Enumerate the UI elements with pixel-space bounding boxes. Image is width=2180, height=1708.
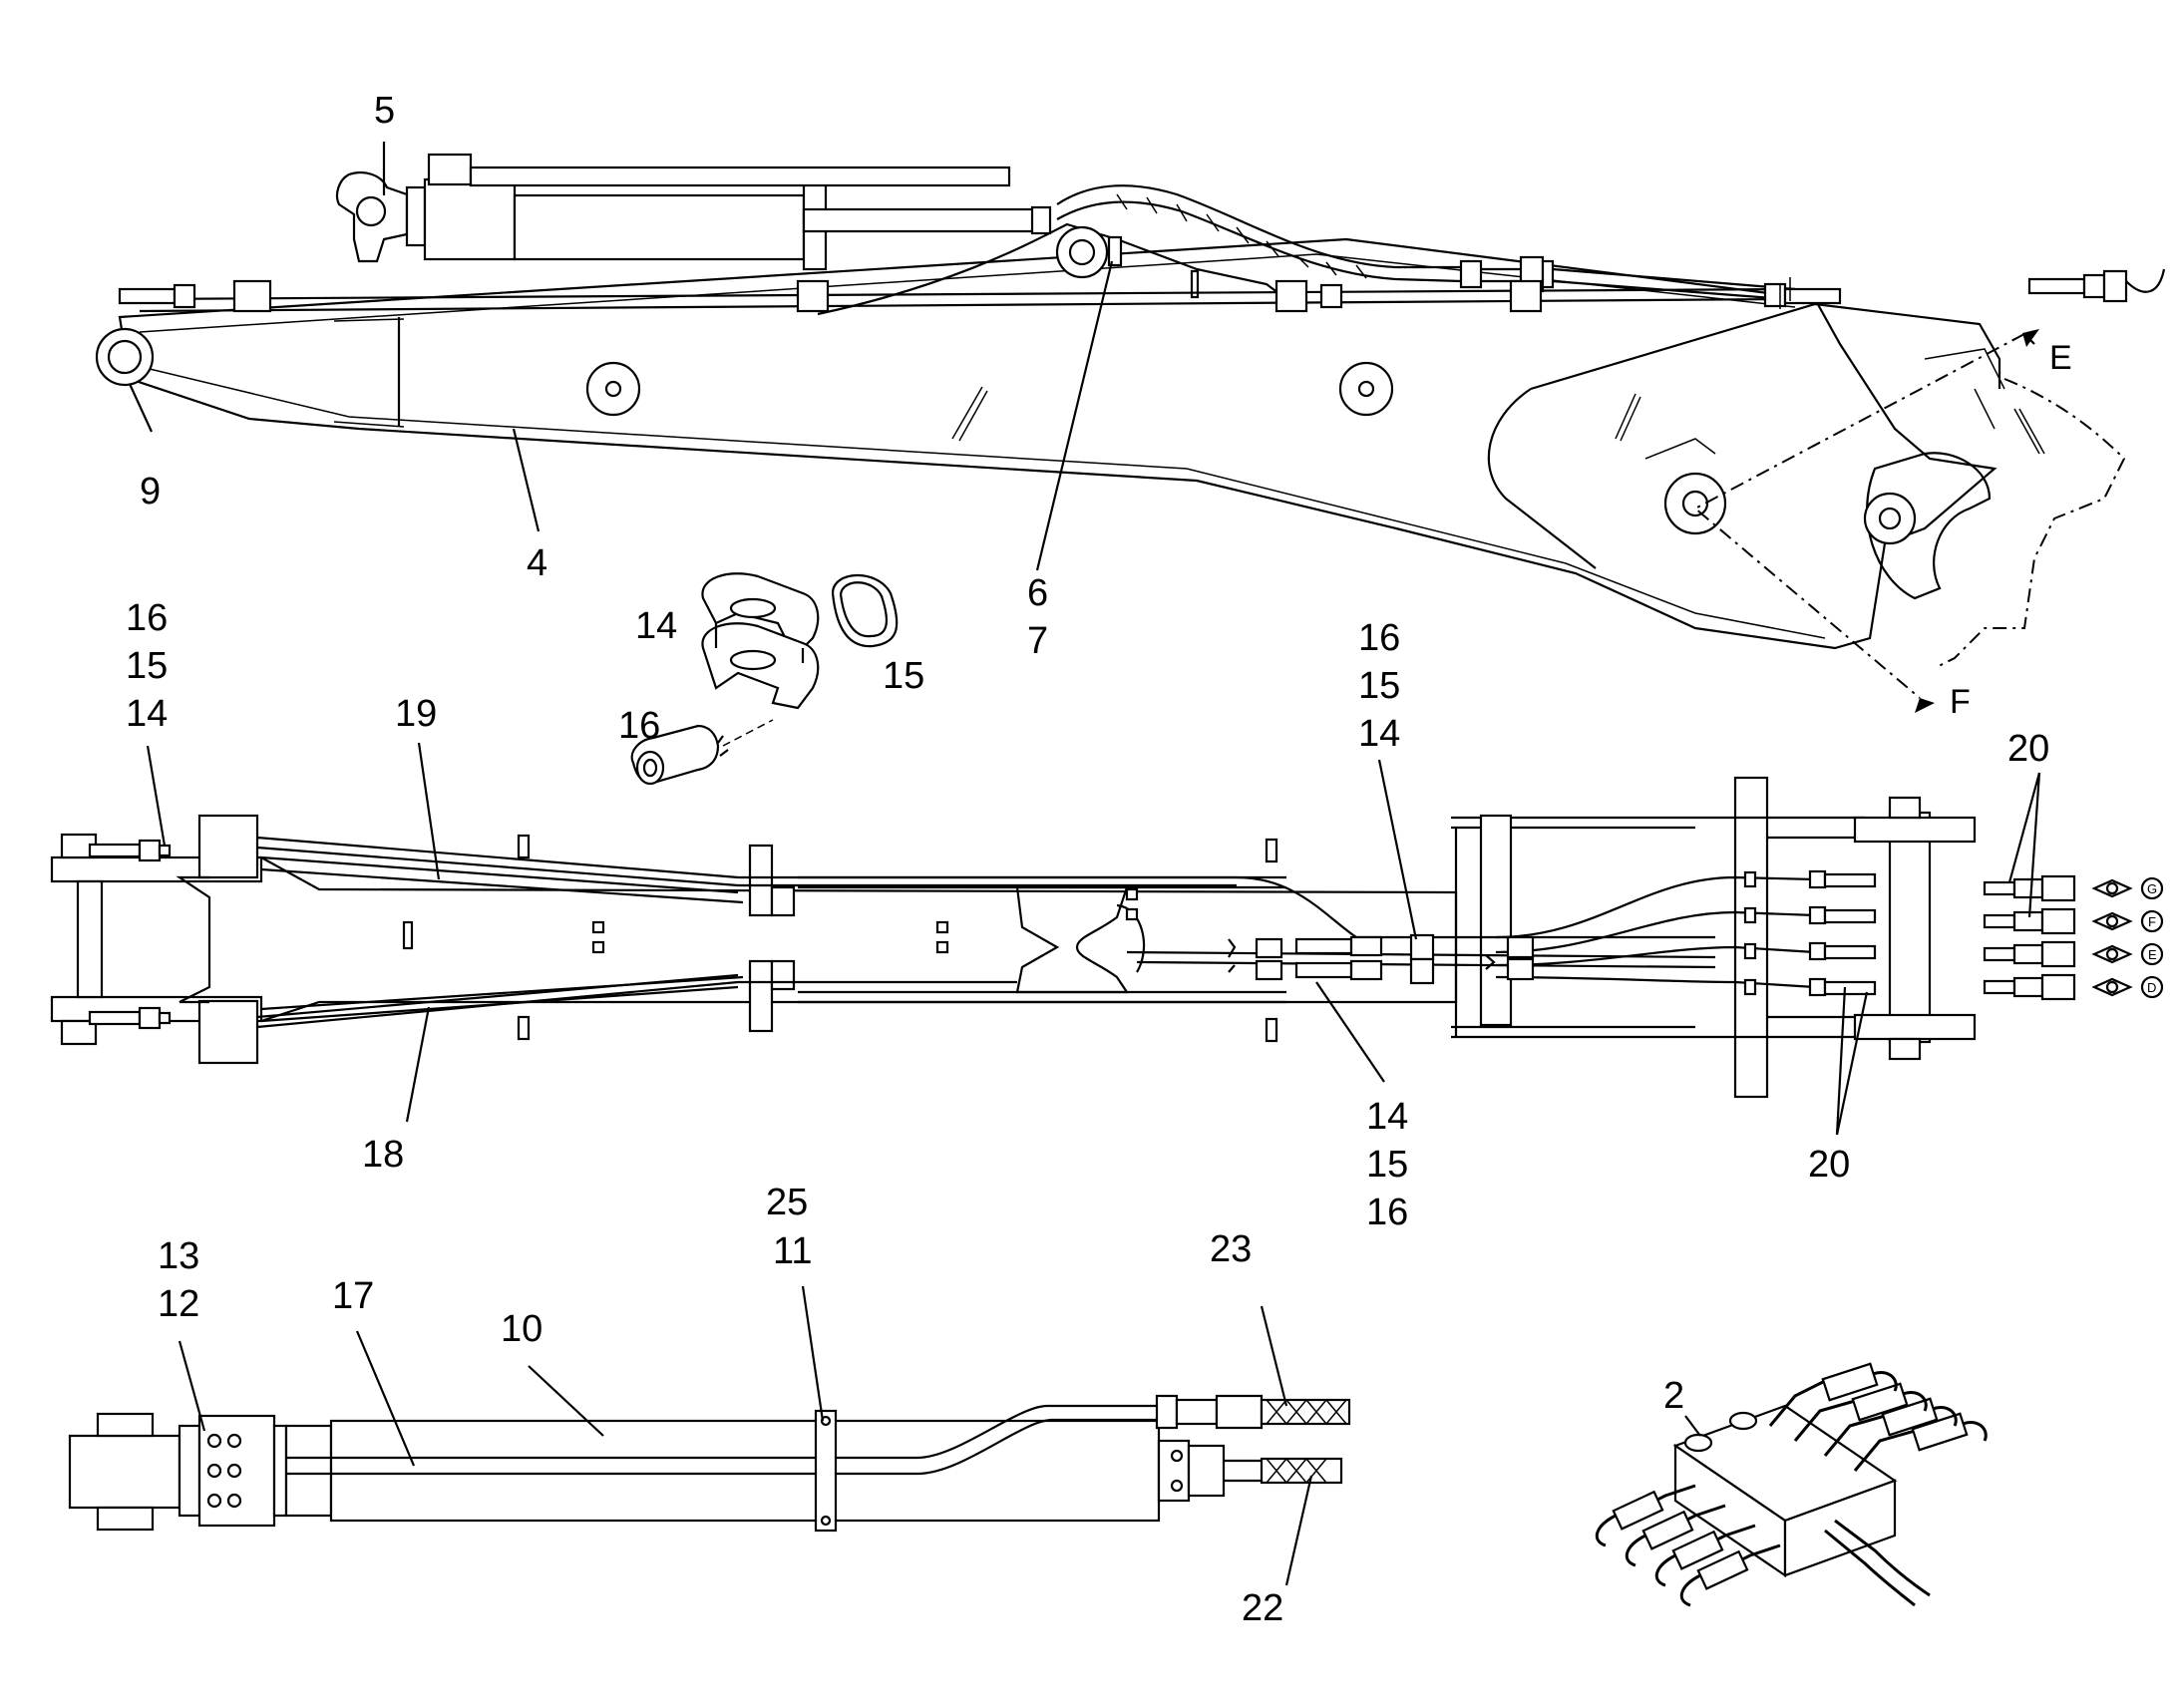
callout-11: 11 — [773, 1230, 812, 1272]
port-row-d: D — [1983, 973, 2164, 1001]
port-row-g: G — [1983, 874, 2164, 902]
callout-5: 5 — [374, 90, 395, 132]
middle-view-leaders — [146, 742, 2041, 1136]
port-label-g: G — [2147, 881, 2157, 896]
port-label-d: D — [2147, 980, 2156, 995]
callout-16-lower: 16 — [1366, 1192, 1408, 1233]
callout-2: 2 — [1663, 1375, 1684, 1417]
port-label-e: E — [2148, 947, 2157, 962]
callout-16-front: 16 — [1358, 617, 1400, 659]
boom-cylinder-5 — [335, 153, 1052, 271]
port-row-f: F — [1983, 907, 2164, 935]
callout-14-lower: 14 — [1366, 1096, 1408, 1138]
boom-lightening-holes — [585, 361, 1394, 417]
callout-4: 4 — [527, 542, 547, 584]
callout-14-detail: 14 — [635, 605, 677, 647]
cylinder-leaders — [178, 1285, 1313, 1586]
leader-2 — [1684, 1415, 1701, 1437]
callout-15-rear: 15 — [126, 645, 168, 687]
callout-23: 23 — [1210, 1228, 1252, 1270]
callout-20-lower: 20 — [1808, 1144, 1850, 1186]
top-hose-routing — [118, 184, 1842, 313]
callout-20-upper: 20 — [2007, 728, 2049, 770]
callout-15-front: 15 — [1358, 665, 1400, 707]
cylinder-assembly — [68, 1394, 1351, 1533]
callout-22: 22 — [1242, 1587, 1283, 1629]
boom-plan-view — [50, 776, 1977, 1099]
callout-15-detail: 15 — [883, 655, 924, 697]
split-flange-detail — [630, 572, 899, 786]
bucket-linkage — [1644, 348, 2005, 600]
callout-10: 10 — [501, 1308, 543, 1350]
callout-16-detail: 16 — [618, 705, 660, 747]
callout-25: 25 — [766, 1182, 808, 1223]
callout-14-front: 14 — [1358, 713, 1400, 755]
port-label-f: F — [2148, 914, 2156, 929]
callout-12: 12 — [158, 1283, 199, 1325]
callout-17: 17 — [332, 1275, 374, 1317]
callout-15-lower: 15 — [1366, 1144, 1408, 1186]
callout-18: 18 — [362, 1134, 404, 1176]
top-view-leaders — [129, 142, 1114, 571]
callout-6: 6 — [1027, 572, 1048, 614]
callout-13: 13 — [158, 1235, 199, 1277]
callout-9: 9 — [140, 471, 161, 512]
callout-7: 7 — [1027, 620, 1048, 662]
section-mark-e: E — [2049, 339, 2072, 377]
callout-19: 19 — [395, 693, 437, 735]
quick-coupling-detail — [2027, 268, 2166, 303]
manifold-block-2 — [1595, 1362, 1988, 1607]
callout-14-rear: 14 — [126, 693, 168, 735]
callout-16-rear: 16 — [126, 597, 168, 639]
boom-side-view: E F — [95, 153, 2166, 721]
section-mark-f: F — [1950, 683, 1971, 721]
rear-pin-9 — [95, 327, 155, 387]
port-connectors: G F E D — [1983, 874, 2164, 1001]
port-row-e: E — [1983, 940, 2164, 968]
